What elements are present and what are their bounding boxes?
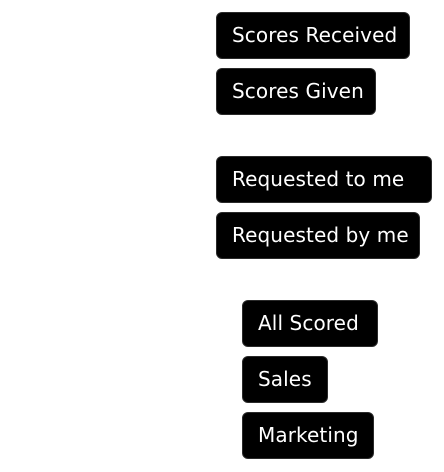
marketing-button[interactable]: Marketing xyxy=(242,412,374,459)
side-axis-label xyxy=(18,30,32,142)
scores-received-button[interactable]: Scores Received xyxy=(216,12,410,59)
all-scored-button[interactable]: All Scored xyxy=(242,300,378,347)
sales-button[interactable]: Sales xyxy=(242,356,328,403)
scores-given-button[interactable]: Scores Given xyxy=(216,68,376,115)
requested-to-me-button[interactable]: Requested to me xyxy=(216,156,432,203)
requested-by-me-button[interactable]: Requested by me xyxy=(216,212,420,259)
